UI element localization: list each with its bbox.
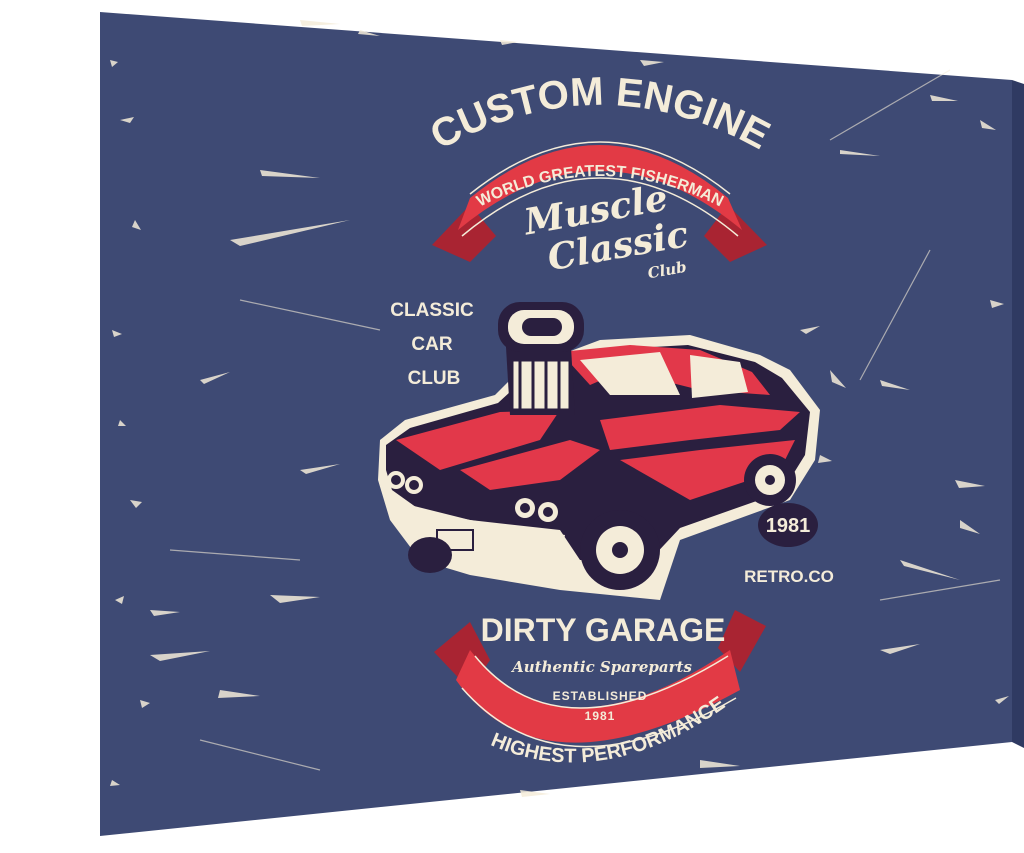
year-badge-text: 1981 [766, 515, 811, 537]
established-year: 1981 [585, 709, 616, 723]
dirty-garage: DIRTY GARAGE [481, 612, 726, 648]
authentic-spareparts: Authentic Spareparts [510, 658, 692, 676]
retro-co: RETRO.CO [744, 567, 834, 586]
supercharger-scoop-icon [498, 302, 584, 415]
bottom-ribbon [434, 610, 766, 748]
canvas-right-side [1012, 80, 1024, 748]
classic-car-club-line1: CLASSIC [390, 300, 474, 321]
classic-car-club-line3: CLUB [408, 368, 461, 389]
year-badge [758, 503, 818, 547]
canvas-left-edge [0, 0, 102, 853]
established: ESTABLISHED [553, 689, 648, 703]
classic-car-club-line2: CAR [411, 334, 452, 355]
top-ribbon [432, 141, 767, 262]
distressed-lines [169, 69, 1001, 771]
classic-muscle-car-icon [378, 335, 820, 600]
distressed-texture [110, 20, 1009, 797]
